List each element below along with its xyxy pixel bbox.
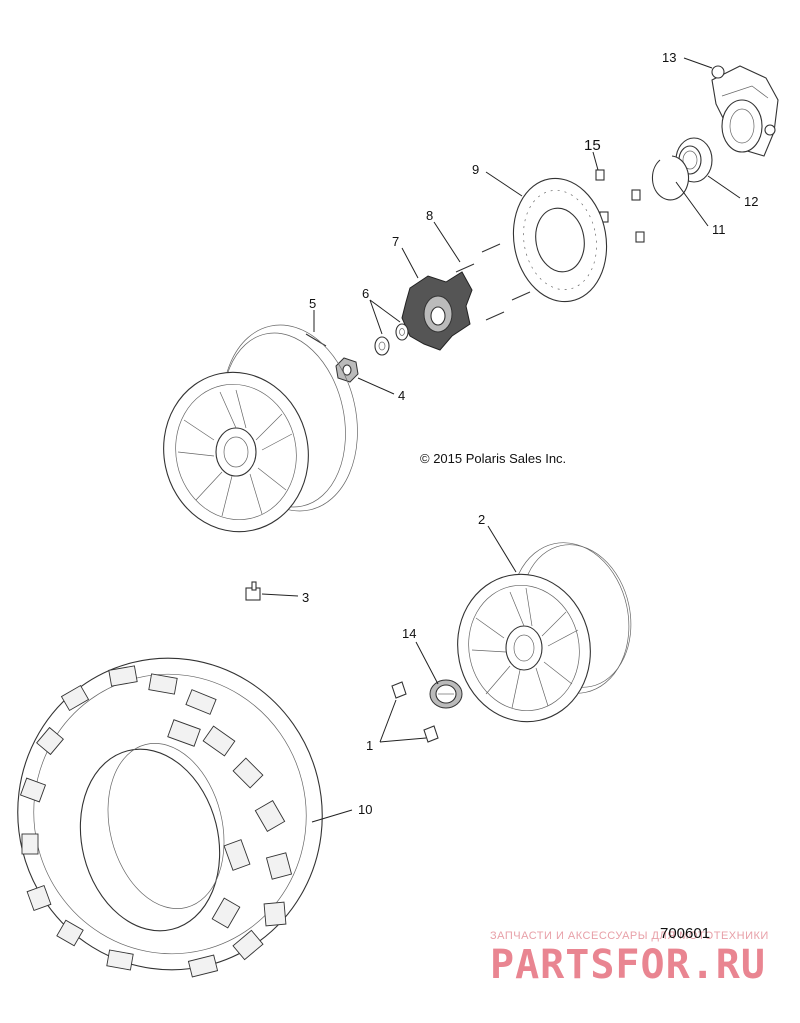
callout-3: 3 [302, 590, 309, 605]
callout-15: 15 [584, 137, 601, 154]
wheel-studs-part [455, 243, 531, 321]
lug-nuts-part [391, 681, 439, 743]
callout-10: 10 [358, 802, 372, 817]
callout-7: 7 [392, 234, 399, 249]
callout-8: 8 [426, 208, 433, 223]
snap-ring-part [651, 155, 689, 201]
callout-6: 6 [362, 286, 369, 301]
hub-cap-part [429, 679, 463, 709]
callout-11: 11 [712, 222, 726, 237]
callout-labels: 13 12 11 15 9 8 7 6 5 4 2 3 14 1 10 [302, 50, 758, 817]
leader-lines [261, 57, 741, 823]
callout-9: 9 [472, 162, 479, 177]
knuckle-part [711, 65, 779, 157]
tire-part [17, 657, 323, 978]
brake-disc-part [512, 177, 608, 303]
watermark-tagline: ЗАПЧАСТИ И АКСЕССУАРЫ ДЛЯ МОТОТЕХНИКИ [490, 930, 769, 942]
washers-part [374, 323, 409, 356]
callout-12: 12 [744, 194, 758, 209]
wheel-rim-part [457, 542, 632, 723]
castle-nut-part [335, 357, 359, 383]
callout-4: 4 [398, 388, 405, 403]
callout-13: 13 [662, 50, 676, 65]
callout-2: 2 [478, 512, 485, 527]
valve-stem-part [245, 581, 261, 601]
callout-14: 14 [402, 626, 416, 641]
copyright-notice: © 2015 Polaris Sales Inc. [420, 451, 567, 466]
callout-1: 1 [366, 738, 373, 753]
watermark-logo: PARTSFOR.RU [490, 942, 766, 988]
upper-wheel-rim [163, 324, 358, 533]
drawing-number: 700601 [660, 925, 711, 942]
hub-part [401, 271, 473, 351]
callout-5: 5 [309, 296, 316, 311]
